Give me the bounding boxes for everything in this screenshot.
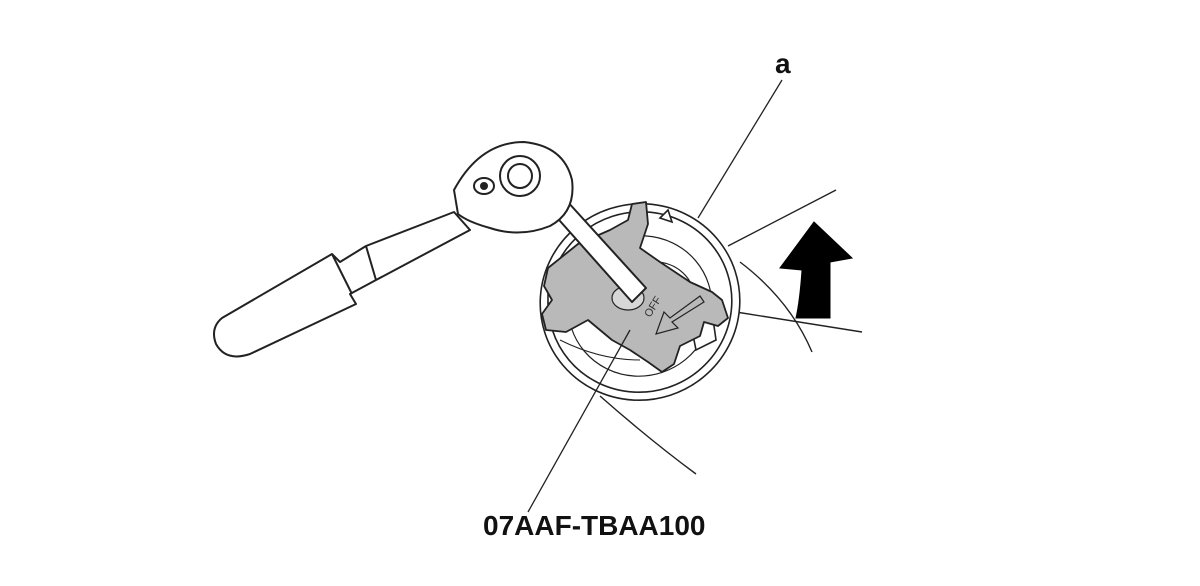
body-panel-lines <box>599 189 863 475</box>
callout-tool-number: 07AAF-TBAA100 <box>483 510 706 541</box>
callout-a: a <box>775 48 791 79</box>
leader-lines <box>527 79 783 513</box>
leader-line-a <box>697 79 783 219</box>
leader-line-tool <box>527 329 631 513</box>
curved-arrow-up-icon <box>779 221 854 319</box>
ratchet-wrench <box>213 141 647 358</box>
